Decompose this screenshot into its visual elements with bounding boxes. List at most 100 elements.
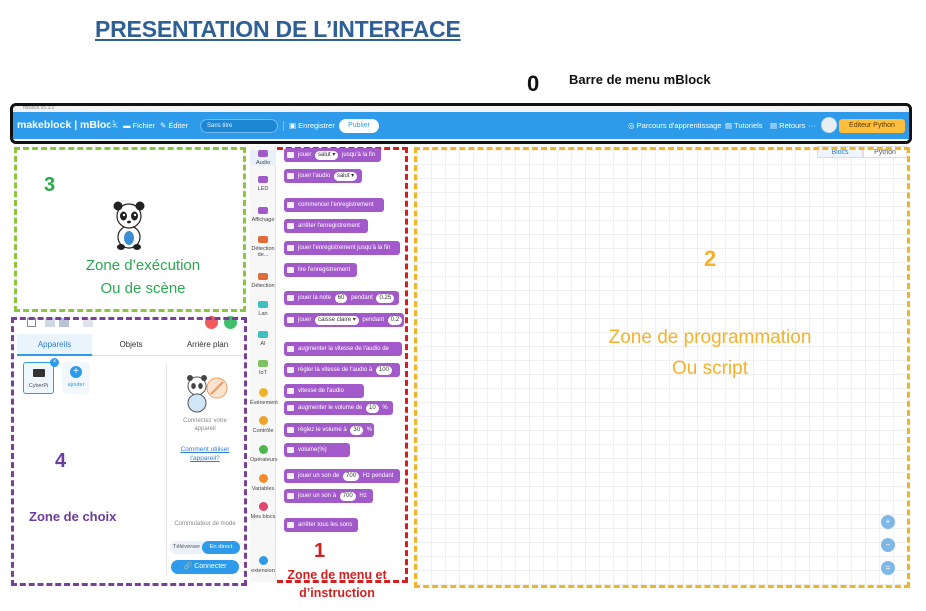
zone1-caption: Zone de menu et d’instruction	[270, 566, 404, 602]
category-2[interactable]: Affichage	[250, 207, 276, 223]
category-3[interactable]: Détection de...	[250, 236, 276, 258]
code-block[interactable]: jouer caisse claire ▾ pendant 0.2	[284, 313, 404, 327]
mode-upload-option[interactable]: Téléverser	[172, 544, 201, 550]
code-block[interactable]: augmenter la vitesse de l'audio de	[284, 342, 402, 356]
category-label: Mes blocs	[250, 514, 276, 520]
category-label: Lan	[258, 311, 268, 317]
menu-fichier[interactable]: ▬ Fichier	[123, 121, 156, 130]
category-0[interactable]: Audio	[250, 150, 276, 166]
category-7[interactable]: IoT	[250, 360, 276, 376]
globe-icon[interactable]: 🌐	[109, 121, 119, 130]
code-block[interactable]: jouer la note 60 pendant 0.25	[284, 291, 399, 305]
menu-editer-label: Éditer	[168, 121, 188, 130]
block-text: jouer un son à	[298, 493, 337, 499]
mode-switch[interactable]: Téléverser En direct	[170, 541, 240, 554]
category-icon	[258, 150, 268, 157]
category-label: AI	[260, 341, 266, 347]
code-block[interactable]: jouer salut ▾ jusqu'à la fin	[284, 148, 381, 162]
block-input[interactable]: 10	[366, 404, 379, 413]
add-device-button[interactable]: + ajouter	[62, 362, 90, 394]
block-input[interactable]: 0.25	[376, 294, 395, 303]
zoom-in-icon[interactable]: +	[881, 515, 895, 529]
code-block[interactable]: jouer l'enregistrement jusqu'à la fin	[284, 241, 400, 255]
code-block[interactable]: commencer l'enregistrement	[284, 198, 384, 212]
category-label: Variables	[251, 486, 275, 492]
zone3-frame	[14, 147, 246, 312]
zoom-out-icon[interactable]: −	[881, 538, 895, 552]
category-11[interactable]: Variables	[250, 474, 276, 492]
script-canvas[interactable]	[417, 150, 907, 585]
tab-appareils[interactable]: Appareils	[17, 334, 92, 356]
tab-objets[interactable]: Objets	[119, 340, 143, 349]
remove-device-icon[interactable]: ×	[50, 358, 59, 367]
feedback-button[interactable]: ▤ Retours	[770, 121, 806, 130]
mode-switch-label: Commutateur de mode	[174, 521, 236, 527]
category-13[interactable]: extension	[250, 556, 276, 574]
code-block[interactable]: jouer un son à 700 Hz	[284, 489, 373, 503]
zone2-number: 2	[704, 246, 717, 271]
zone1-caption-line1: Zone de menu et	[287, 568, 387, 582]
category-icon	[258, 273, 268, 280]
category-8[interactable]: Événement	[250, 388, 278, 406]
block-text: arrêter tous les sons	[298, 522, 353, 528]
category-icon	[258, 301, 268, 308]
tab-arriere-plan[interactable]: Arrière plan	[186, 340, 229, 349]
code-block[interactable]: jouer un son de 700 Hz pendant	[284, 469, 400, 483]
help-link[interactable]: Comment utiliser l'appareil?	[180, 446, 230, 462]
block-text: jouer l'enregistrement jusqu'à la fin	[298, 245, 391, 251]
learning-path-button[interactable]: ◎ Parcours d'apprentissage	[628, 121, 722, 130]
zone2-caption-line2: Ou script	[671, 358, 749, 379]
category-1[interactable]: LED	[250, 176, 276, 192]
python-editor-button[interactable]: Editeur Python	[839, 119, 905, 133]
large-stage-icon[interactable]	[59, 318, 69, 327]
block-input[interactable]: caisse claire ▾	[315, 316, 359, 325]
block-input[interactable]: salut ▾	[333, 172, 358, 181]
device-tile-cyberpi[interactable]: × CyberPi	[23, 358, 59, 394]
category-6[interactable]: AI	[250, 331, 276, 347]
small-stage-icon[interactable]	[45, 318, 55, 327]
code-block[interactable]: jouer l'audio salut ▾	[284, 169, 362, 183]
zone1-number: 1	[314, 540, 326, 562]
menu-bar: makeblock | mBlock 🌐 ▬ Fichier ✎ Éditer …	[13, 112, 909, 139]
menu-editer[interactable]: ✎ Éditer	[160, 121, 188, 130]
mode-live-option[interactable]: En direct	[202, 541, 240, 554]
code-block[interactable]: régler la vitesse de l'audio à 100	[284, 363, 400, 377]
zoom-reset-icon[interactable]: =	[881, 561, 895, 575]
block-input[interactable]: 30	[350, 426, 364, 435]
code-block[interactable]: arrêter l'enregistrement	[284, 219, 368, 233]
category-9[interactable]: Contrôle	[250, 416, 276, 434]
user-avatar[interactable]	[821, 117, 837, 133]
publish-button[interactable]: Publier	[339, 119, 379, 133]
block-input[interactable]: salut ▾	[315, 151, 339, 160]
block-input[interactable]: 700	[339, 492, 356, 501]
category-label: IoT	[259, 370, 267, 376]
block-input[interactable]: 700	[343, 472, 360, 481]
save-button[interactable]: ▣ Enregistrer	[289, 121, 335, 130]
code-block[interactable]: volume(%)	[284, 443, 350, 457]
block-input[interactable]: 0.2	[387, 316, 403, 325]
code-block[interactable]: réglez le volume à 30 %	[284, 423, 374, 437]
code-block[interactable]: vitesse de l'audio	[284, 384, 364, 398]
block-text: jouer	[298, 152, 312, 158]
block-input[interactable]: 100	[375, 366, 392, 375]
block-text: %	[382, 405, 388, 411]
category-12[interactable]: Mes blocs	[250, 502, 276, 520]
tutorials-button[interactable]: ▤ Tutoriels	[725, 121, 763, 130]
category-10[interactable]: Opérateurs	[250, 445, 278, 463]
panda-sprite[interactable]	[111, 201, 147, 251]
code-block[interactable]: arrêter tous les sons	[284, 518, 358, 532]
panda-device-illustration	[187, 375, 228, 413]
connect-button[interactable]: 🔗 Connecter	[171, 560, 239, 574]
category-4[interactable]: Détection	[250, 273, 276, 289]
category-icon	[258, 360, 268, 367]
block-input[interactable]: 60	[334, 294, 348, 303]
category-5[interactable]: Lan	[250, 301, 276, 317]
more-menu-icon[interactable]: ···	[808, 121, 816, 130]
project-name-input[interactable]: Sans titre	[200, 119, 278, 133]
grid-icon[interactable]	[83, 318, 93, 327]
brand-logo: makeblock | mBlock	[17, 119, 118, 131]
add-device-label: ajouter	[67, 382, 85, 388]
code-block[interactable]: augmenter le volume de 10 %	[284, 401, 393, 415]
category-label: LED	[257, 186, 269, 192]
code-block[interactable]: lire l'enregistrement	[284, 263, 357, 277]
